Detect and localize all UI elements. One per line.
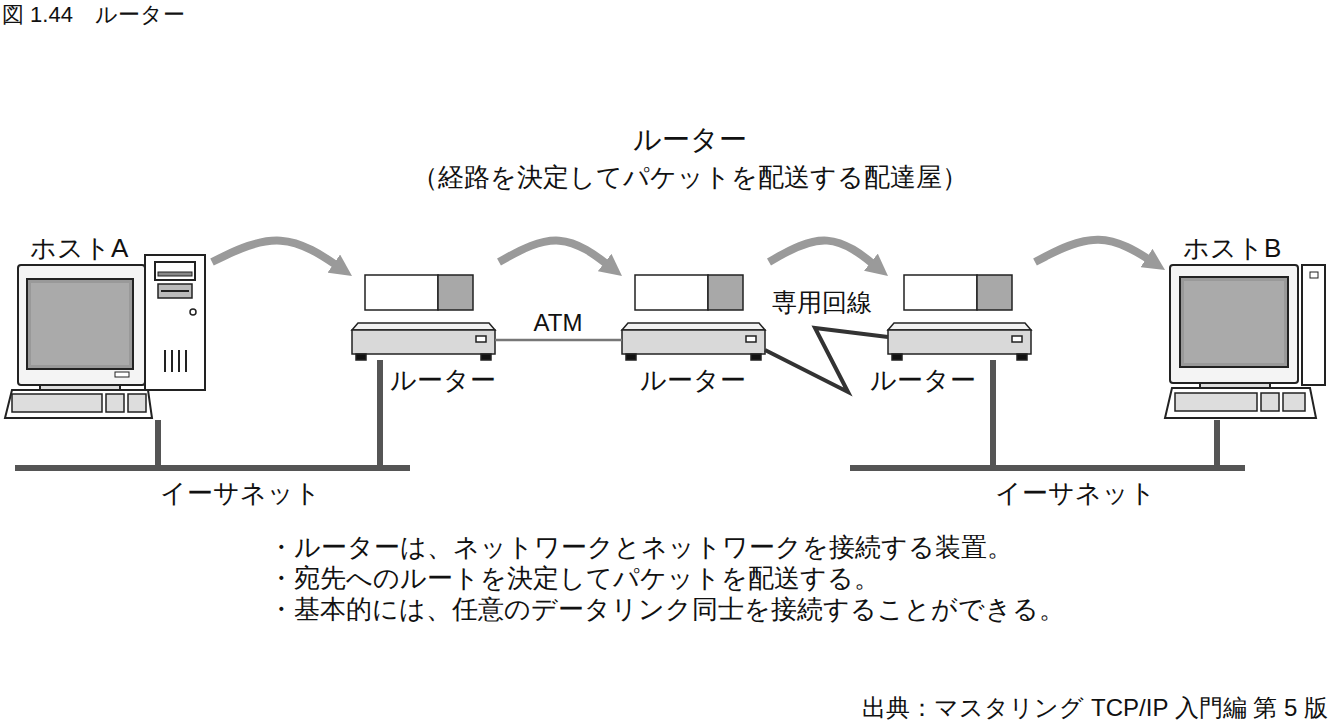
host-computer-illustration	[5, 255, 205, 418]
router-illustration	[356, 354, 366, 360]
host-computer-illustration	[1302, 265, 1325, 385]
router-illustration	[438, 275, 473, 310]
router-illustration	[888, 275, 1031, 360]
host-computer-illustration	[1170, 265, 1298, 383]
packet-flow-arrow	[1035, 240, 1157, 265]
host-computer-illustration	[1310, 272, 1318, 278]
host-computer-label: ホストA	[30, 233, 128, 264]
router-illustration	[622, 330, 765, 354]
packet-flow-arrow	[769, 241, 880, 270]
router-illustration	[888, 330, 1031, 354]
bullet-note: ・基本的には、任意のデータリンク同士を接続することができる。	[268, 594, 1065, 625]
router-illustration	[635, 275, 708, 310]
router-illustration	[892, 354, 902, 360]
router-illustration	[622, 323, 765, 330]
host-computer-illustration	[185, 350, 187, 372]
host-computer-illustration	[1283, 393, 1305, 411]
router-illustration	[977, 275, 1012, 310]
host-computer-illustration	[158, 272, 192, 276]
link-label: イーサネット	[992, 478, 1159, 509]
host-computer-illustration	[1165, 388, 1316, 418]
host-computer-illustration	[158, 284, 192, 298]
router-illustration	[888, 323, 1031, 330]
host-computer-illustration	[106, 394, 124, 412]
host-computer-illustration	[171, 350, 173, 372]
router: ルーター	[888, 270, 1031, 360]
link-label: ATM	[531, 309, 586, 338]
host-computer-illustration	[178, 350, 180, 372]
host-computer-illustration	[18, 265, 145, 385]
host-computer-illustration	[12, 394, 102, 412]
router-illustration	[352, 330, 495, 354]
router-illustration	[622, 275, 765, 360]
router-illustration	[365, 275, 438, 310]
host-computer-illustration	[27, 279, 133, 369]
packet-flow-arrow	[212, 241, 344, 271]
router-illustration	[751, 354, 761, 360]
router-illustration	[904, 275, 977, 310]
link-label: 専用回線	[769, 287, 875, 317]
router: ルーター	[352, 270, 495, 360]
host-computer-illustration	[128, 394, 146, 412]
router-label: ルーター	[640, 365, 746, 396]
host-computer-illustration	[155, 262, 195, 280]
host-computer-illustration	[145, 255, 205, 390]
host-computer: ホストB	[1165, 262, 1327, 420]
source-note: 出典：マスタリング TCP/IP 入門編 第 5 版	[862, 694, 1328, 723]
router-label: ルーター	[390, 365, 496, 396]
router: ルーター	[622, 270, 765, 360]
router-illustration	[1017, 354, 1027, 360]
router-illustration	[481, 354, 491, 360]
router-illustration	[476, 336, 486, 342]
figure-title: 図 1.44 ルーター	[2, 2, 185, 28]
host-computer-illustration	[190, 309, 196, 315]
link-label: イーサネット	[157, 478, 324, 509]
diagram-subheading: （経路を決定してパケットを配送する配達屋）	[412, 162, 968, 193]
host-computer-illustration	[1165, 265, 1325, 418]
router-illustration	[352, 323, 495, 330]
router-illustration	[352, 275, 495, 360]
host-computer-illustration	[31, 283, 129, 365]
host-computer-label: ホストB	[1183, 233, 1281, 264]
ethernet-link	[158, 360, 380, 468]
router-illustration	[746, 336, 756, 342]
host-computer-illustration	[115, 372, 129, 377]
host-computer-illustration	[1180, 277, 1288, 367]
bullet-note: ・ルーターは、ネットワークとネットワークを接続する装置。	[268, 532, 1013, 563]
host-computer-illustration	[1261, 393, 1279, 411]
host-computer: ホストA	[5, 255, 208, 420]
host-computer-illustration	[1184, 281, 1284, 363]
host-computer-illustration	[164, 350, 166, 372]
bullet-note: ・宛先へのルートを決定してパケットを配送する。	[268, 563, 880, 594]
ethernet-link	[993, 360, 1217, 468]
host-computer-illustration	[1175, 393, 1257, 411]
packet-flow-arrow	[499, 241, 614, 270]
host-computer-illustration	[5, 390, 152, 418]
router-illustration	[1012, 336, 1022, 342]
router-label: ルーター	[870, 365, 976, 396]
router-illustration	[626, 354, 636, 360]
diagram-heading: ルーター	[633, 123, 747, 157]
router-illustration	[708, 275, 743, 310]
atm-link	[495, 339, 622, 342]
leased-line-link	[765, 328, 888, 392]
host-computer-illustration	[161, 290, 189, 292]
